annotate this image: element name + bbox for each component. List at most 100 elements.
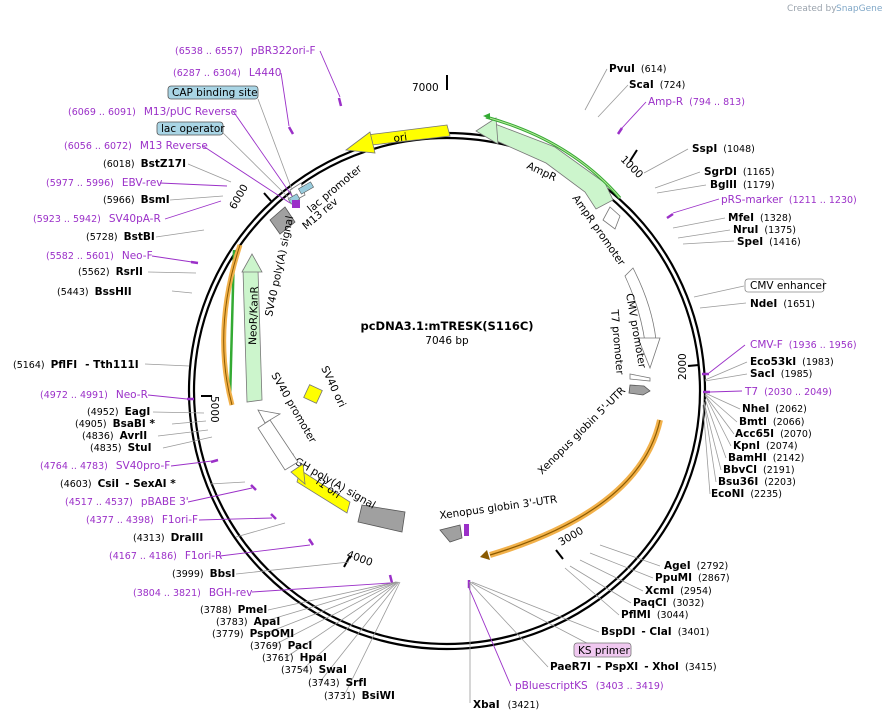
lbl-sv40pAR: (5923 .. 5942)SV40pA-R bbox=[33, 213, 161, 225]
bgh-arrow bbox=[357, 504, 406, 533]
lbl-cmvF: CMV-F(1936 .. 1956) bbox=[750, 339, 857, 351]
ll-bstZ17I bbox=[187, 163, 232, 183]
ll-paeR7I bbox=[468, 581, 549, 668]
pl-cmvF bbox=[708, 344, 746, 374]
orange-arc-left-core bbox=[223, 244, 241, 406]
lbl-t7: T7(2030 .. 2049) bbox=[744, 386, 832, 398]
plasmid-size: 7046 bp bbox=[425, 335, 469, 347]
pl-m13pUC bbox=[232, 110, 293, 197]
labels-bottom-left: (3731)BsiWI (3743)SrfI (3754)SwaI (3761)… bbox=[13, 359, 395, 702]
ll-sgrDI bbox=[654, 171, 701, 189]
lbl-lacOp: lac operator bbox=[161, 123, 225, 135]
lbl-pspOMI: (3779)PspOMI bbox=[212, 628, 294, 640]
tick-1000 bbox=[629, 149, 638, 162]
lbl-ndeI: NdeI(1651) bbox=[750, 298, 815, 310]
ll-bsiWI bbox=[343, 581, 401, 697]
xenopus3-label: Xenopus globin 3'-UTR bbox=[439, 494, 558, 522]
xenopus5-label: Xenopus globin 5'-UTR bbox=[536, 385, 628, 477]
orange-arrowhead-right bbox=[480, 550, 490, 560]
mark-ampR bbox=[616, 127, 624, 135]
labels-top-left: (5443)BssHII (5562)RsrII (5582 .. 5601)N… bbox=[33, 45, 316, 298]
tick-2000 bbox=[687, 364, 700, 367]
lac-operator-label-box bbox=[156, 121, 224, 136]
pl-bghrev bbox=[251, 582, 391, 593]
ll-pmeI bbox=[267, 581, 397, 611]
tick-label-1000: 1000 bbox=[618, 154, 645, 181]
ll-acc65I bbox=[704, 394, 735, 435]
lbl-scaI: ScaI(724) bbox=[629, 79, 685, 91]
credit: Created by SnapGene bbox=[787, 4, 883, 14]
ll-sspI bbox=[643, 148, 689, 174]
lbl-bglII: BglII(1179) bbox=[710, 179, 775, 191]
lbl-m13Rev: (6056 .. 6072)M13 Reverse bbox=[64, 140, 208, 152]
ll-apaI bbox=[261, 581, 397, 623]
lbl-eco53kI: Eco53kI(1983) bbox=[750, 356, 834, 368]
lbl-srfI: (3743)SrfI bbox=[308, 677, 367, 689]
ll-eagI bbox=[152, 411, 205, 414]
lbl-prs: pRS-marker(1211 .. 1230) bbox=[721, 194, 857, 206]
lbl-stuI: (4835)StuI bbox=[90, 442, 152, 454]
ll-ecoNI bbox=[702, 404, 711, 495]
lbl-ecoNI: EcoNI(2235) bbox=[711, 488, 782, 500]
pl-ebvRev bbox=[159, 182, 228, 187]
ll-bbvCI bbox=[703, 401, 722, 471]
lbl-ks: KS primer bbox=[578, 645, 630, 657]
pl-t7 bbox=[709, 390, 743, 393]
lbl-cap: CAP binding site bbox=[172, 87, 258, 99]
backbone-inner bbox=[192, 136, 702, 646]
t7-promoter-label: T7 promoter bbox=[608, 308, 626, 376]
ll-stuI bbox=[162, 436, 213, 449]
lbl-pbks: pBluescriptKS(3403 .. 3419) bbox=[515, 680, 664, 692]
ll-bssHII bbox=[171, 290, 193, 294]
tick-6000 bbox=[263, 192, 272, 202]
orange-arc-right-core bbox=[489, 419, 661, 556]
ll-pacI bbox=[271, 581, 398, 647]
lbl-sacI: SacI(1985) bbox=[750, 368, 812, 380]
ll-bglII bbox=[656, 184, 707, 194]
mark-prs bbox=[666, 212, 674, 220]
cmv-enhancer-box bbox=[744, 278, 825, 293]
lbl-rsrII: (5562)RsrII bbox=[78, 266, 143, 278]
pl-neoF bbox=[151, 255, 193, 263]
ll-scaI bbox=[597, 84, 629, 118]
lbl-pflFI: (5164)PflFI- Tth111I bbox=[13, 359, 139, 371]
ll-paqCI bbox=[569, 565, 632, 604]
tick-label-2000: 2000 bbox=[677, 353, 689, 380]
lbl-bssHII: (5443)BssHII bbox=[57, 286, 132, 298]
lbl-paeR7I: PaeR7I- PspXI- XhoI(3415) bbox=[550, 661, 717, 673]
ll-draIII bbox=[235, 522, 286, 538]
ll-bsu36I bbox=[703, 402, 717, 483]
pl-pbks bbox=[468, 587, 512, 687]
tick-label-7000: 7000 bbox=[412, 82, 439, 94]
lbl-sgrDI: SgrDI(1165) bbox=[704, 166, 774, 178]
f1ori-arrowhead bbox=[290, 463, 306, 485]
pl-pbabe bbox=[187, 487, 253, 503]
cap-label-box bbox=[167, 85, 259, 100]
backbone-outer bbox=[187, 131, 707, 651]
lbl-pflMI: PflMI(3044) bbox=[621, 609, 688, 621]
ll-nheI bbox=[704, 392, 741, 410]
lbl-swaI: (3754)SwaI bbox=[281, 664, 347, 676]
ll-cmvEnh bbox=[693, 285, 745, 298]
tick-4000 bbox=[343, 555, 351, 568]
tick-3000 bbox=[555, 549, 564, 560]
plasmid-name: pcDNA3.1:mTRESK(S116C) bbox=[360, 319, 533, 333]
m13-primer-mark bbox=[292, 200, 300, 208]
lbl-sv40proF: (4764 .. 4783)SV40pro-F bbox=[40, 460, 170, 472]
pl-l4440 bbox=[280, 72, 290, 127]
sv40-promoter-arrowhead bbox=[257, 409, 282, 424]
tick-label-4000: 4000 bbox=[345, 549, 374, 569]
xenopus5-arrow bbox=[628, 384, 651, 396]
lbl-acc65I: Acc65I(2070) bbox=[735, 428, 812, 440]
ll-kpnI bbox=[704, 394, 732, 447]
lbl-cmvEnh: CMV enhancer bbox=[750, 280, 827, 292]
pl-sv40pAR bbox=[164, 200, 222, 220]
labels-bottom-right: AgeI(2792) PpuMI(2867) XcmI(2954) PaqCI(… bbox=[473, 560, 730, 711]
neor-label: NeoR/KanR bbox=[247, 286, 261, 345]
mark-pbabe bbox=[250, 484, 257, 491]
ll-bspDI bbox=[471, 581, 600, 633]
lbl-bamHI: BamHI(2142) bbox=[728, 452, 804, 464]
mark-l4440 bbox=[287, 126, 295, 135]
ll-ndeI bbox=[699, 302, 747, 309]
